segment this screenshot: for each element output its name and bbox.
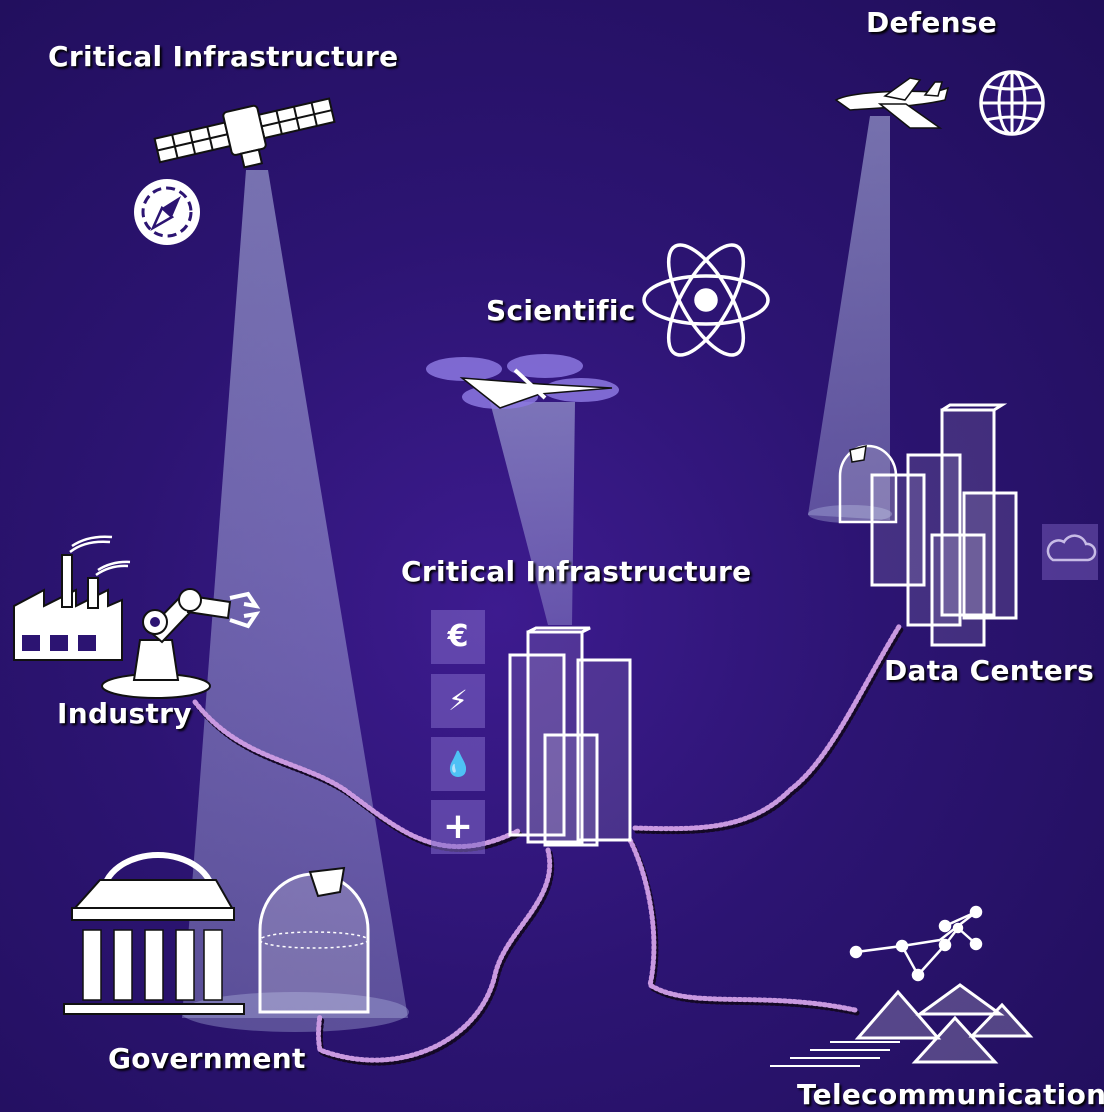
label-critical-infrastructure-top: Critical Infrastructure <box>48 40 399 73</box>
dome-sensor-small-icon <box>838 444 898 524</box>
robot-arm-icon <box>101 588 261 699</box>
cloud-icon <box>1046 534 1097 562</box>
dome-sensor-icon <box>258 866 370 1014</box>
mountains-icon <box>854 983 1034 1064</box>
lightning-icon: ⚡ <box>431 674 485 728</box>
factory-icon <box>13 535 131 661</box>
health-cross-icon: + <box>431 800 485 854</box>
label-government: Government <box>108 1042 306 1075</box>
globe-icon <box>979 70 1045 136</box>
satellite-icon <box>153 97 336 169</box>
drone-beam <box>490 402 575 625</box>
compass-icon <box>134 179 200 245</box>
euro-icon: € <box>431 610 485 664</box>
label-defense: Defense <box>866 6 998 39</box>
data-center-towers-icon <box>870 403 1018 647</box>
central-towers-icon <box>508 626 632 847</box>
label-telecommunication: Telecommunication <box>797 1078 1104 1111</box>
motion-lines-icon <box>770 1041 900 1067</box>
network-cables <box>192 622 905 1066</box>
government-building-icon <box>63 852 245 1015</box>
label-critical-infrastructure-center: Critical Infrastructure <box>401 555 752 588</box>
atom-icon <box>642 243 770 357</box>
label-scientific: Scientific <box>486 294 636 327</box>
water-drop-icon: 💧 <box>431 737 485 791</box>
airplane-icon <box>834 77 950 129</box>
label-industry: Industry <box>57 697 192 730</box>
drone-icon <box>426 354 619 409</box>
cloud-service-box <box>1042 524 1098 580</box>
telecom-network-icon <box>849 905 983 982</box>
label-data-centers: Data Centers <box>884 654 1095 687</box>
